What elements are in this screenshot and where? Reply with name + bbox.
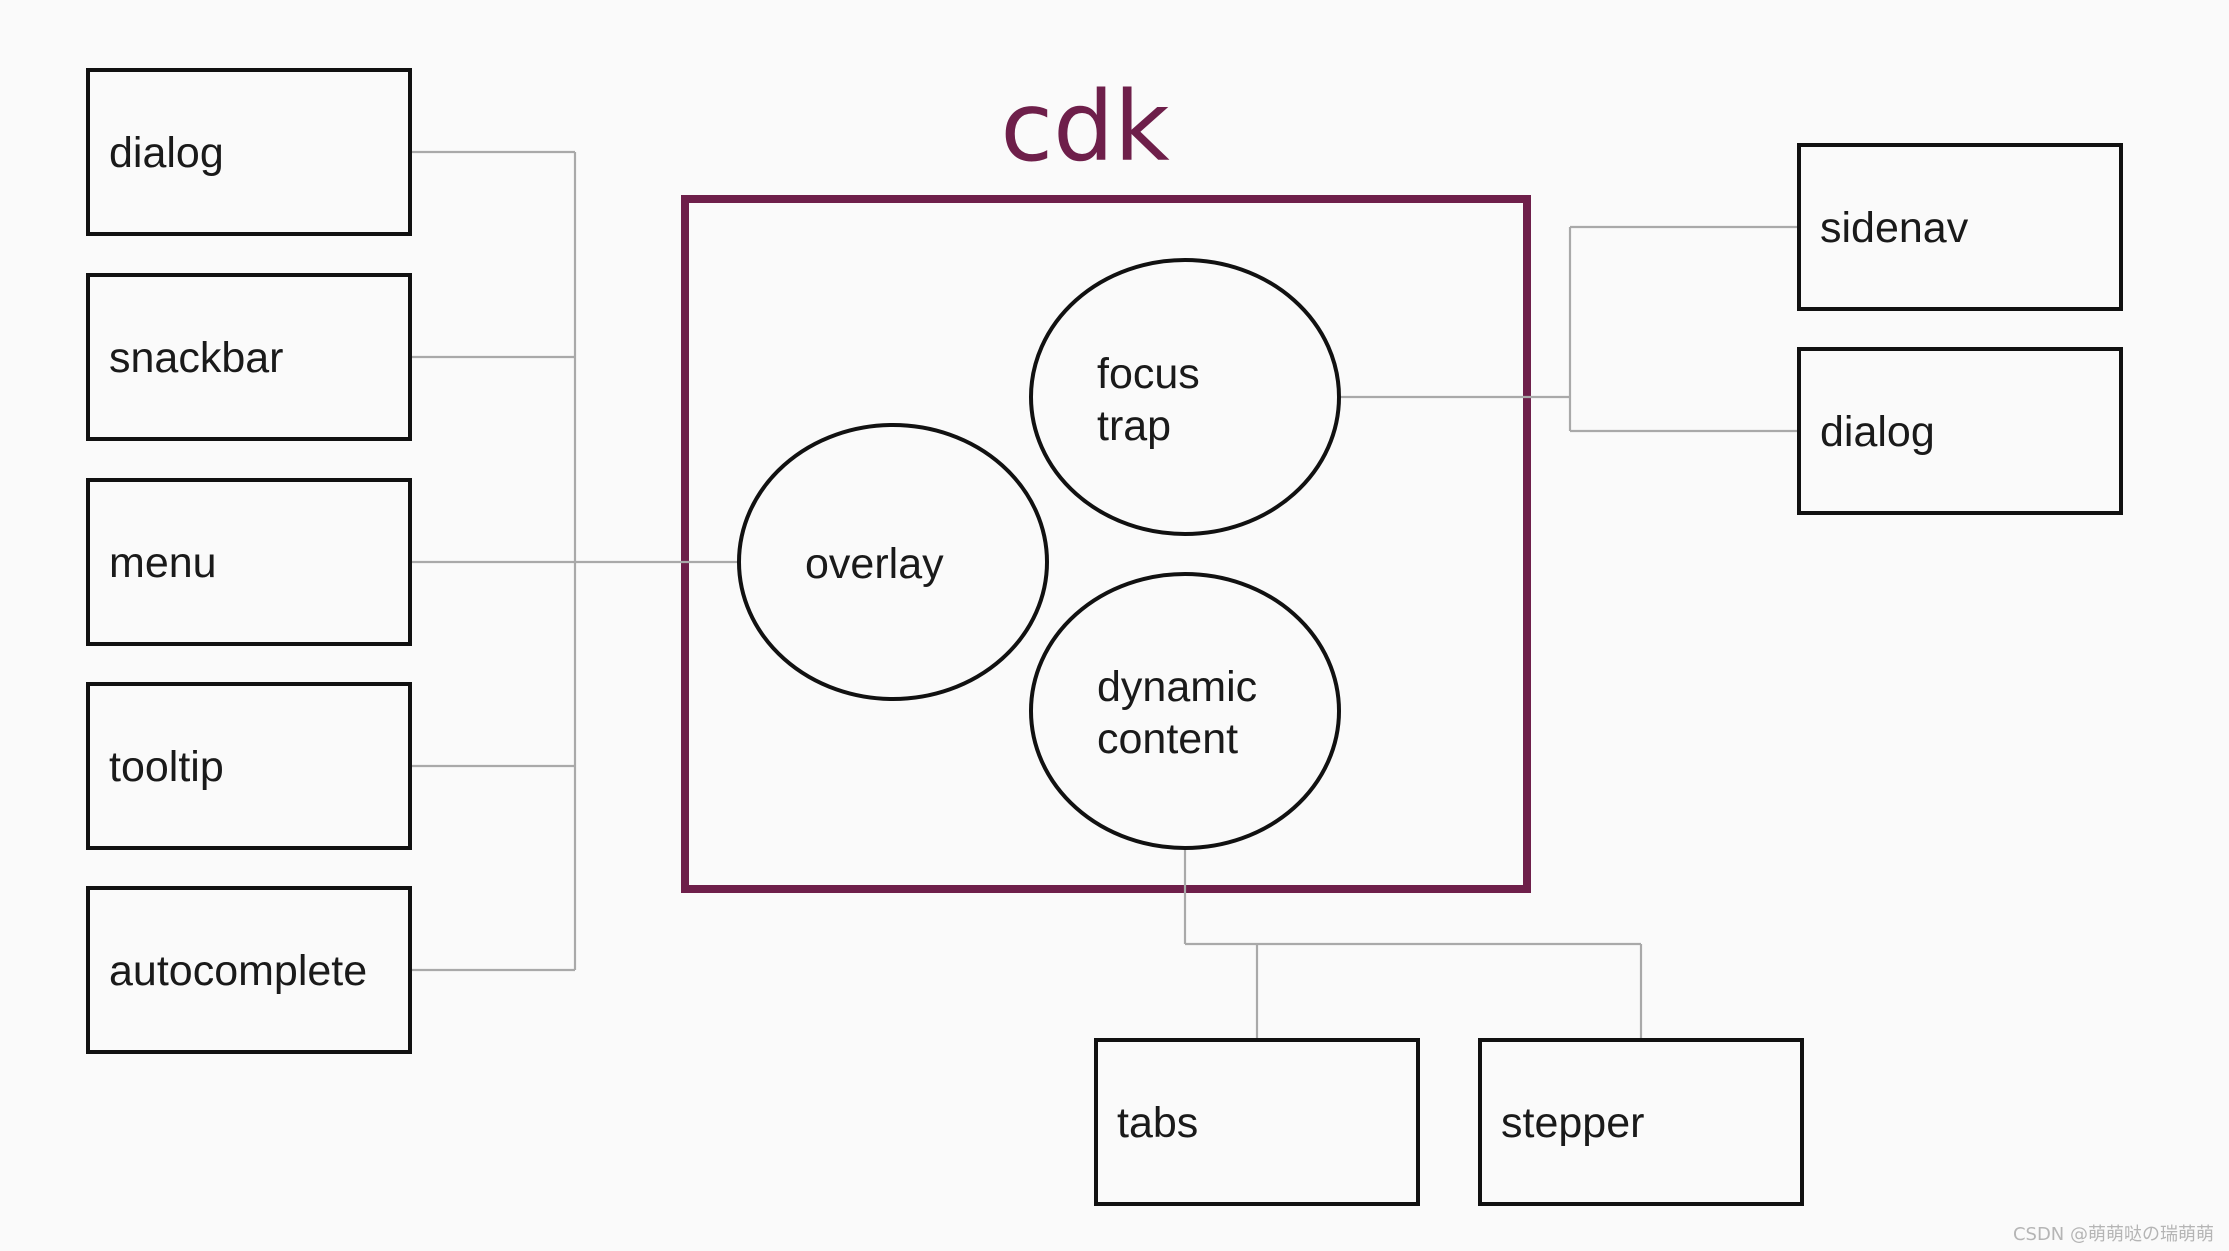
dynamic-content-consumer-boxes: tabs stepper [1094, 1038, 1804, 1206]
core-focus-trap: focus trap [1029, 258, 1341, 536]
box-snackbar [86, 273, 412, 441]
overlay-label: overlay [805, 540, 944, 588]
box-dialog-label: dialog [109, 129, 224, 177]
focus-trap-ellipse [1029, 258, 1341, 536]
box-dialog-right [1797, 347, 2123, 515]
box-tooltip-label: tooltip [109, 743, 224, 791]
box-tabs-label: tabs [1117, 1099, 1198, 1147]
box-menu-label: menu [109, 539, 217, 587]
box-sidenav [1797, 143, 2123, 311]
diagram-title: cdk [1000, 71, 1170, 183]
box-stepper [1478, 1038, 1804, 1206]
box-menu [86, 478, 412, 646]
box-autocomplete-label: autocomplete [109, 947, 367, 995]
focus-trap-label-line-1: focus [1097, 350, 1200, 398]
box-stepper-label: stepper [1501, 1099, 1644, 1147]
box-snackbar-label: snackbar [109, 334, 283, 382]
box-sidenav-label: sidenav [1820, 204, 1969, 252]
core-dynamic-content: dynamic content [1029, 572, 1341, 850]
overlay-connectors [410, 150, 739, 972]
watermark-text: CSDN @萌萌哒の瑞萌萌 [2013, 1224, 2214, 1245]
dynamic-content-label-line-1: dynamic [1097, 663, 1257, 711]
focus-trap-consumer-boxes: sidenav dialog [1797, 143, 2123, 515]
focus-trap-label-line-2: trap [1097, 402, 1171, 450]
dynamic-content-label-line-2: content [1097, 715, 1238, 763]
overlay-consumer-boxes: dialog snackbar menu tooltip autocomplet… [86, 68, 412, 1054]
box-tooltip [86, 682, 412, 850]
box-tabs [1094, 1038, 1420, 1206]
dynamic-content-connectors [1183, 848, 1643, 1040]
box-dialog-right-label: dialog [1820, 408, 1935, 456]
focus-trap-connectors [1339, 225, 1799, 433]
cdk-frame [681, 195, 1531, 893]
box-autocomplete [86, 886, 412, 1054]
dynamic-content-ellipse [1029, 572, 1341, 850]
core-overlay: overlay [737, 423, 1049, 701]
overlay-ellipse [737, 423, 1049, 701]
box-dialog [86, 68, 412, 236]
